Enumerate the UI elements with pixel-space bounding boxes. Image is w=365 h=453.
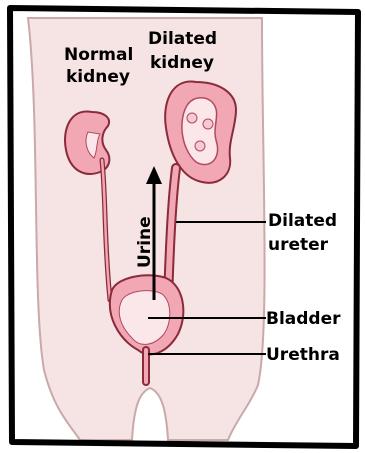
- urine-label: Urine: [135, 216, 155, 268]
- urethra-label: Urethra: [266, 345, 340, 365]
- dilated-kidney-label-line1: Dilated: [148, 29, 217, 49]
- bladder-label: Bladder: [266, 309, 341, 329]
- dilated-ureter-label-line2: ureter: [268, 235, 329, 255]
- normal-kidney-label-line2: kidney: [66, 67, 130, 87]
- normal-kidney-label-line1: Normal: [64, 45, 133, 65]
- dilated-ureter-label-line1: Dilated: [268, 211, 337, 231]
- dilated-kidney-label-line2: kidney: [150, 53, 214, 73]
